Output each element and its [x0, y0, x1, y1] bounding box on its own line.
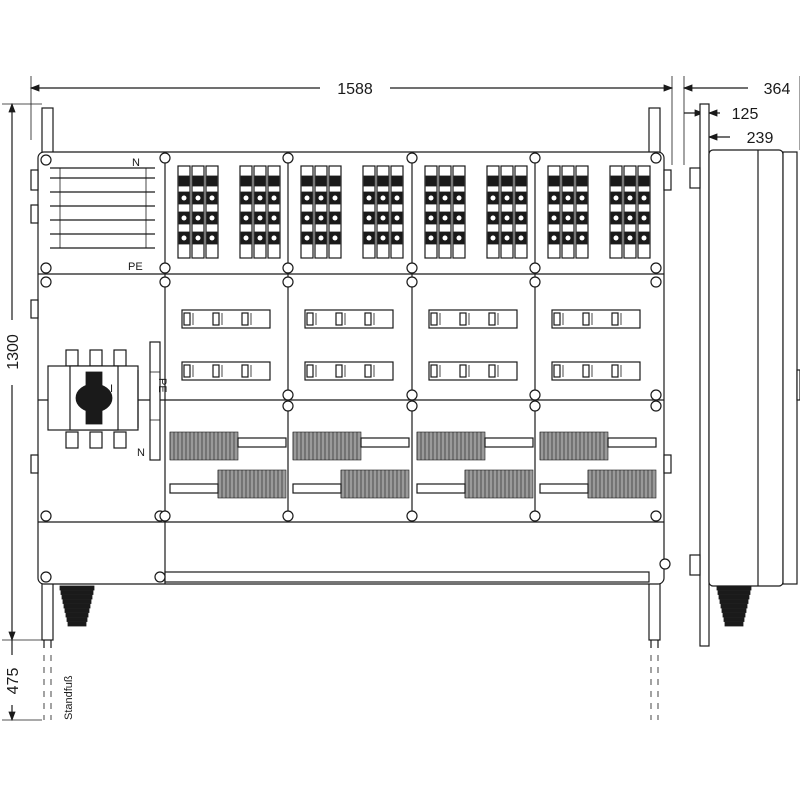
terminal-block [623, 165, 637, 259]
label-n-top: N [132, 157, 140, 169]
terminal-strip [539, 469, 657, 499]
terminal-block [300, 165, 314, 259]
meter-row [428, 309, 518, 329]
terminal-block [239, 165, 253, 259]
cable-gland-front [59, 585, 95, 627]
terminal-block [637, 165, 651, 259]
terminal-block [328, 165, 342, 259]
switch-mark: I [110, 383, 113, 395]
terminal-strip [292, 431, 410, 461]
terminal-block [609, 165, 623, 259]
meter-row [181, 361, 271, 381]
terminal-block [547, 165, 561, 259]
meter-row [181, 309, 271, 329]
label-pe-top: PE [128, 261, 143, 273]
dimension-height-label: 1300 [5, 334, 22, 370]
terminal-strip [292, 469, 410, 499]
terminal-block [424, 165, 438, 259]
side-terminal [149, 341, 161, 461]
terminal-strip [416, 431, 534, 461]
terminal-block [452, 165, 466, 259]
dimension-depth-b-label: 239 [747, 130, 774, 147]
terminal-block [267, 165, 281, 259]
foot-label: Standfuß [63, 675, 75, 720]
terminal-block [575, 165, 589, 259]
terminal-block [191, 165, 205, 259]
terminal-block [438, 165, 452, 259]
meter-row [551, 361, 641, 381]
terminal-block [376, 165, 390, 259]
terminal-block [177, 165, 191, 259]
dimension-height: 1300 [2, 102, 42, 642]
dimension-depth-a-label: 125 [732, 106, 759, 123]
terminal-block [486, 165, 500, 259]
terminal-block [561, 165, 575, 259]
dimension-foot-height-label: 475 [5, 668, 22, 695]
busbar-section [50, 167, 155, 249]
terminal-strip [169, 431, 287, 461]
terminal-block [362, 165, 376, 259]
main-switch [47, 349, 139, 449]
terminal-strip [169, 469, 287, 499]
terminal-block [314, 165, 328, 259]
meter-row [551, 309, 641, 329]
terminal-block [500, 165, 514, 259]
dimension-depth-b: 239 [707, 130, 774, 147]
terminal-block [390, 165, 404, 259]
terminal-strip [416, 469, 534, 499]
dimension-foot-height: 475 [2, 640, 42, 722]
label-n-side: N [137, 447, 145, 459]
label-pe-side: PE [156, 378, 168, 393]
distribution-modules [169, 165, 657, 499]
dimension-width-total: 1588 [29, 76, 674, 165]
cable-gland-side [716, 585, 752, 627]
terminal-strip [539, 431, 657, 461]
corner-screws [40, 152, 671, 583]
terminal-block [205, 165, 219, 259]
dimension-width-total-label: 1588 [337, 81, 373, 98]
dimension-depth-total-label: 364 [764, 81, 791, 98]
side-view [689, 103, 800, 647]
terminal-block [514, 165, 528, 259]
terminal-block [253, 165, 267, 259]
meter-row [304, 361, 394, 381]
meter-row [304, 309, 394, 329]
dimension-depth-total: 364 [682, 76, 800, 165]
meter-row [428, 361, 518, 381]
